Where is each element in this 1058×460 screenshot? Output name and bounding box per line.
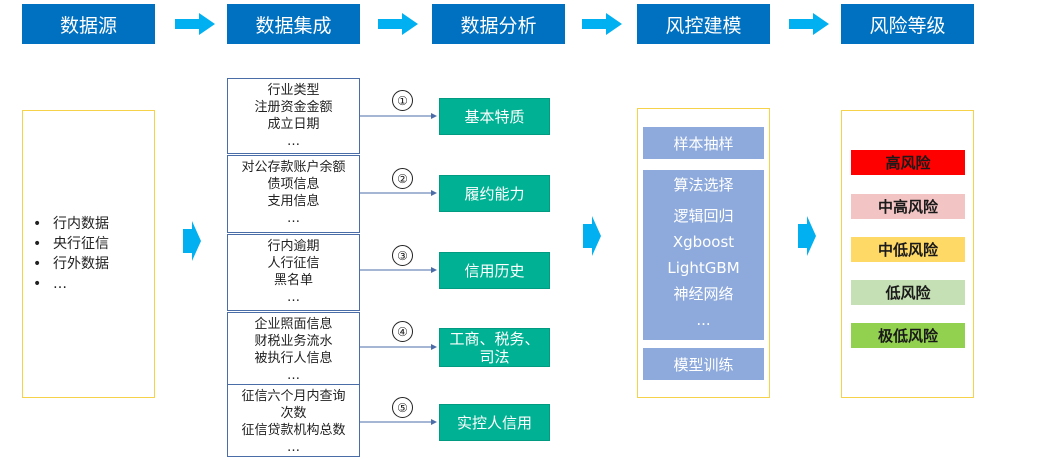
integration-text: 注册资金金额	[254, 100, 333, 115]
integration-box-2: 对公存款账户余额 债项信息 支用信息 …	[227, 155, 360, 233]
integration-text: …	[287, 290, 300, 305]
step-marker: ②	[392, 168, 413, 189]
integration-box-5: 征信六个月内查询 次数 征信贷款机构总数 …	[227, 384, 360, 457]
model-step-algorithm: 算法选择 逻辑回归 Xgboost LightGBM 神经网络 ...	[643, 170, 764, 340]
integration-text: 人行征信	[267, 256, 320, 271]
integration-text: 支用信息	[267, 194, 320, 209]
flow-arrow-icon	[183, 221, 201, 261]
integration-text: 财税业务流水	[254, 334, 333, 349]
risk-level-very-low: 极低风险	[851, 323, 965, 348]
flow-arrow-icon	[582, 13, 622, 35]
integration-box-1: 行业类型 注册资金金额 成立日期 …	[227, 78, 360, 154]
step-marker: ⑤	[392, 397, 413, 418]
algo-item: 逻辑回归	[673, 207, 734, 225]
algo-title: 算法选择	[673, 176, 734, 194]
integration-text: 黑名单	[273, 273, 313, 288]
data-source-list: 行内数据 央行征信 行外数据 …	[27, 214, 109, 294]
header-data-source: 数据源	[22, 4, 155, 44]
integration-text: 债项信息	[267, 177, 320, 192]
integration-text: …	[287, 134, 300, 149]
integration-text: 行业类型	[267, 83, 320, 98]
integration-box-4: 企业照面信息 财税业务流水 被执行人信息 …	[227, 312, 360, 388]
integration-text: 对公存款账户余额	[241, 160, 346, 175]
flow-arrow-icon	[583, 216, 601, 256]
model-step-sampling: 样本抽样	[643, 127, 764, 159]
risk-level-medium-low: 中低风险	[851, 237, 965, 262]
flow-arrow-icon	[175, 13, 215, 35]
step-marker: ①	[392, 90, 413, 111]
risk-level-low: 低风险	[851, 280, 965, 305]
analysis-box: 信用历史	[439, 252, 550, 289]
integration-text: 成立日期	[267, 117, 320, 132]
integration-text: 企业照面信息	[254, 317, 333, 332]
analysis-box: 履约能力	[439, 175, 550, 212]
risk-level-medium-high: 中高风险	[851, 194, 965, 219]
flow-arrow-icon	[789, 13, 829, 35]
integration-text: 行内逾期	[267, 239, 320, 254]
integration-text: …	[287, 440, 300, 455]
data-source-item: 行外数据	[27, 254, 109, 274]
integration-box-3: 行内逾期 人行征信 黑名单 …	[227, 234, 360, 311]
analysis-box: 基本特质	[439, 98, 550, 135]
flow-arrow-icon	[378, 13, 418, 35]
risk-level-high: 高风险	[851, 150, 965, 175]
header-risk-level: 风险等级	[841, 4, 974, 44]
flow-arrow-icon	[798, 216, 816, 256]
data-source-item: …	[27, 274, 109, 294]
analysis-box: 实控人信用	[439, 404, 550, 441]
data-source-item: 行内数据	[27, 214, 109, 234]
step-marker: ④	[392, 321, 413, 342]
algo-item: Xgboost	[672, 233, 735, 251]
analysis-box: 工商、税务、司法	[439, 328, 550, 367]
data-source-item: 央行征信	[27, 234, 109, 254]
integration-text: …	[287, 211, 300, 226]
integration-text: …	[287, 368, 300, 383]
header-data-analysis: 数据分析	[432, 4, 565, 44]
integration-text: 征信贷款机构总数	[241, 423, 346, 438]
integration-text: 被执行人信息	[254, 351, 333, 366]
algo-item: LightGBM	[667, 259, 740, 277]
integration-text: 次数	[280, 406, 307, 421]
data-source-box: 行内数据 央行征信 行外数据 …	[22, 110, 155, 398]
integration-text: 征信六个月内查询	[241, 389, 346, 404]
algo-item: ...	[696, 311, 711, 329]
header-risk-modeling: 风控建模	[637, 4, 770, 44]
algo-item: 神经网络	[673, 285, 734, 303]
step-marker: ③	[392, 245, 413, 266]
model-step-training: 模型训练	[643, 348, 764, 380]
header-data-integration: 数据集成	[227, 4, 360, 44]
